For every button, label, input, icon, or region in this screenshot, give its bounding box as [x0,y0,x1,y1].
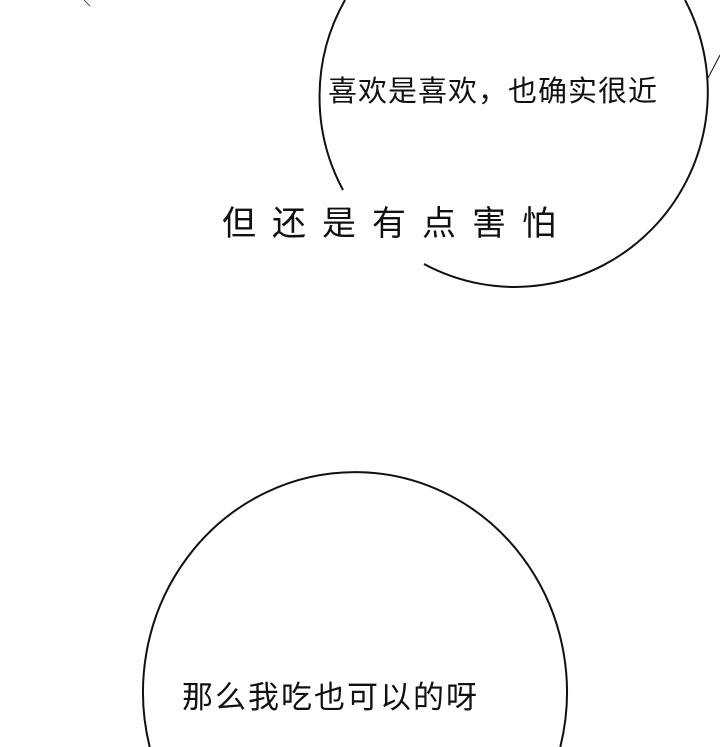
speech-bubble-top-text: 喜欢是喜欢，也确实很近 [328,74,659,108]
speech-bubble-top-outline [318,0,709,288]
speech-bubble-bottom-text: 那么我吃也可以的呀 [182,680,479,716]
stray-stroke [83,0,91,7]
speech-bubble-tail-line [707,54,720,79]
speech-bubble-bottom-outline [142,471,568,747]
narration-text: 但还是有点害怕 [222,204,572,244]
